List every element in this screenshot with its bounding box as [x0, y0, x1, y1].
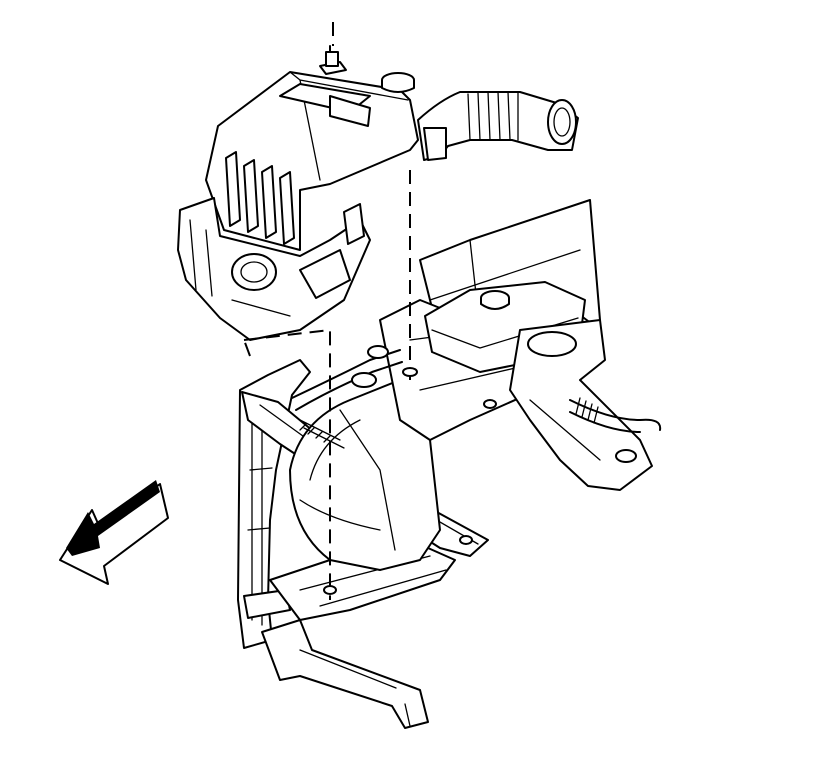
alignment-lines [243, 22, 411, 600]
inner-fender [289, 379, 441, 571]
intake-air-duct [417, 91, 579, 161]
front-direction-arrow [59, 480, 169, 585]
fasteners [323, 367, 497, 595]
retaining-bolt [319, 45, 347, 75]
radiator-support [237, 359, 311, 649]
front-frame-rail [261, 619, 429, 729]
air-cleaner-assembly [177, 71, 419, 341]
wiring-harness [291, 345, 662, 449]
